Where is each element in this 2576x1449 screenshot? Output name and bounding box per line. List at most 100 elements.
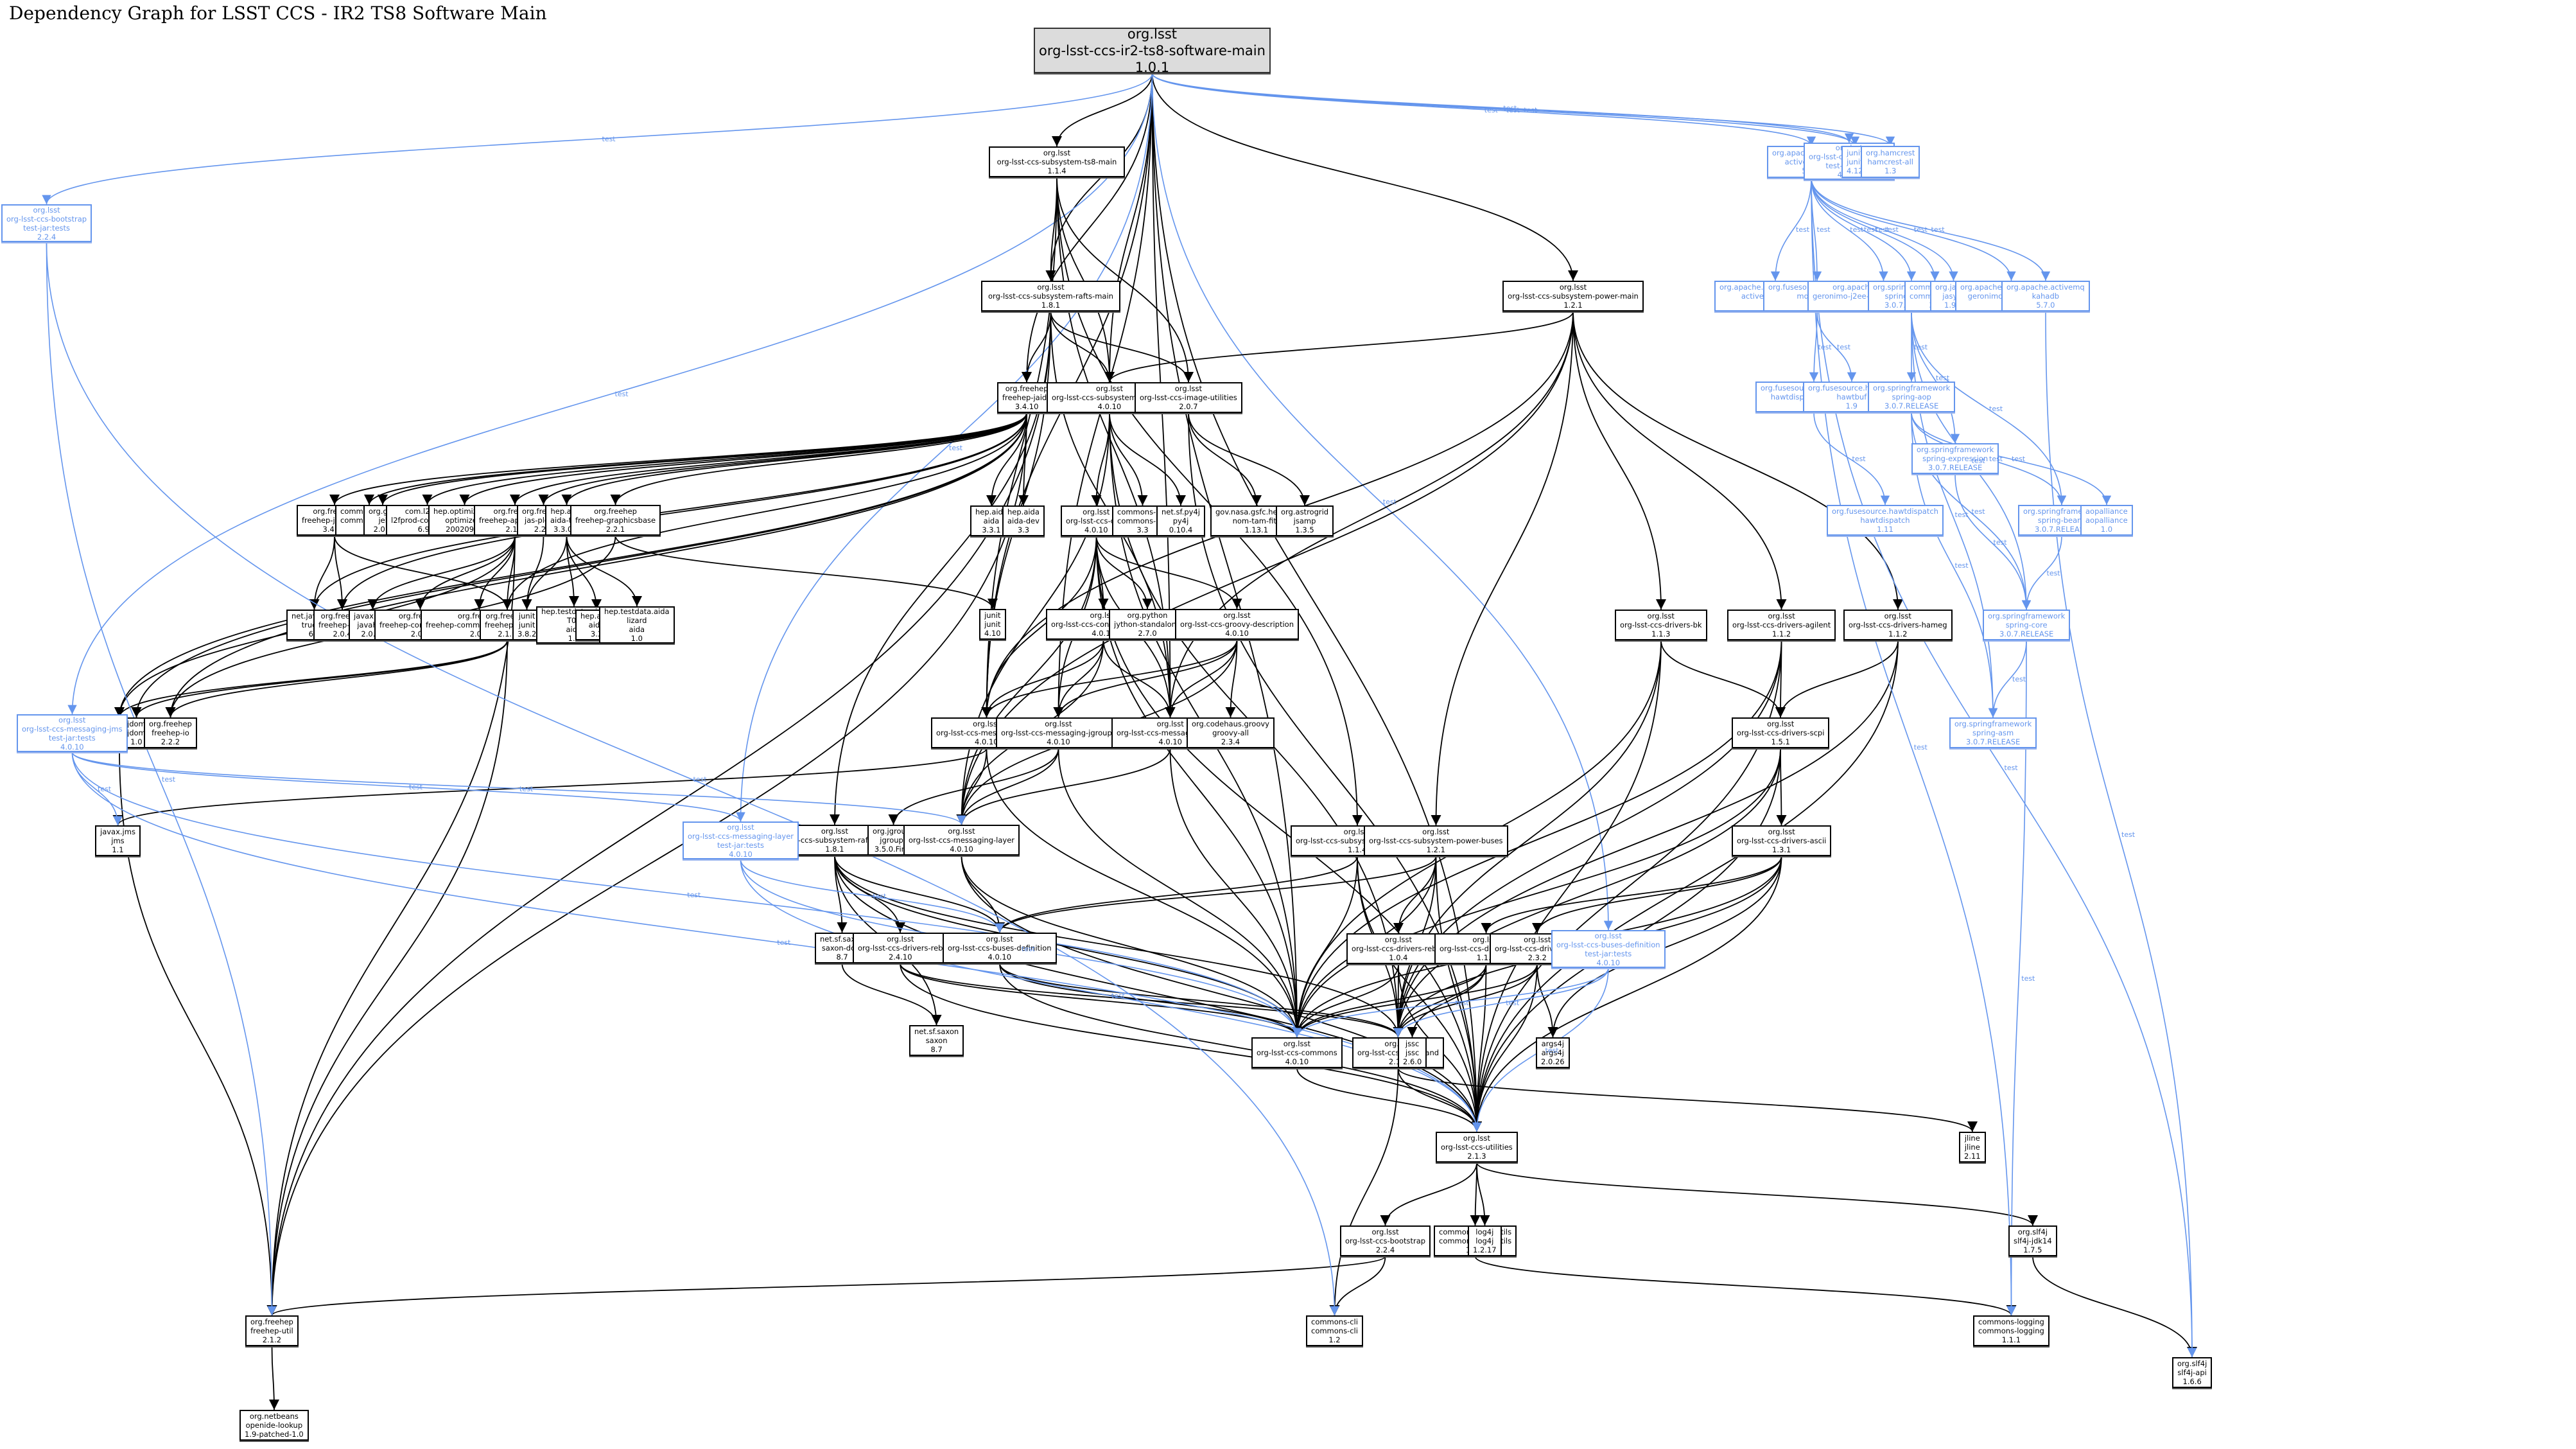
edge-msgjgroups-to-commons xyxy=(1057,748,1303,1038)
node-label-line: 3.0.7.RELEASE xyxy=(1965,737,2021,746)
node-label-line: hep.aida xyxy=(1007,507,1040,516)
edge-fhapp-to-cmdline xyxy=(415,535,516,610)
node-label-line: 2.1.3 xyxy=(1467,1152,1486,1161)
node-label-line: org.springframework xyxy=(1917,445,1994,454)
edge-powerbuses-to-rebps xyxy=(1393,856,1437,934)
node-label-line: jgroups xyxy=(880,836,907,845)
edge-bootstrap-to-fhutil xyxy=(267,1256,1386,1316)
edge-label-test: test xyxy=(2012,675,2026,683)
edge-ftdi-to-args4j xyxy=(1536,963,1558,1038)
edge-jaidaxml-to-argv xyxy=(334,535,348,610)
edge-serial-to-commons xyxy=(1291,963,1487,1038)
node-label-line: 2.0.7 xyxy=(1179,402,1198,411)
node-label-line: org-lsst-ccs-image-utilities xyxy=(1140,393,1237,402)
node-label-line: groovy-all xyxy=(1212,728,1249,737)
node-label-line: org-lsst-ccs-subsystem-power-buses xyxy=(1369,836,1503,845)
edge-label-test: test xyxy=(614,390,629,398)
node-label-line: junit xyxy=(984,611,1001,620)
node-label-line: saxon xyxy=(925,1036,948,1045)
node-label-line: 4.0.10 xyxy=(950,845,973,854)
node-label-line: 4.0.10 xyxy=(1285,1057,1309,1066)
edge-fhapp-to-cmddisp xyxy=(474,535,516,610)
node-label-line: 3.0.7.RELEASE xyxy=(2034,525,2089,534)
node-label-line: jms xyxy=(111,836,125,845)
node-label-line: 1.13.1 xyxy=(1244,525,1269,534)
edge-agilent-to-commons xyxy=(1291,640,1782,1038)
node-label-line: org-lsst-ccs-utilities xyxy=(1441,1143,1513,1152)
edge-ascii-to-utilities xyxy=(1471,856,1782,1132)
node-label-line: 1.0 xyxy=(2100,525,2113,534)
node-label-line: org.lsst xyxy=(948,827,975,836)
node-label-line: 1.2 xyxy=(1328,1335,1341,1344)
node-label-line: py4j xyxy=(1172,516,1189,525)
node-label-line: jdom xyxy=(127,719,146,728)
edge-label-test: test xyxy=(1852,455,1866,463)
edge-utilities-to-bootstrap xyxy=(1380,1162,1477,1226)
edge-command-to-cli xyxy=(1329,1067,1399,1316)
node-label-line: 1.2.1 xyxy=(1563,301,1583,310)
edge-command-to-utilities xyxy=(1397,1067,1483,1132)
edge-commons-to-utilities xyxy=(1296,1067,1483,1132)
node-label-line: 4.0.10 xyxy=(60,742,84,751)
edge-core-to-utilities xyxy=(1095,536,1483,1132)
edge-scpi-to-commons xyxy=(1291,748,1781,1038)
node-label-line: org.lsst xyxy=(1768,611,1795,620)
node-label-line: org-lsst-ccs-drivers-hameg xyxy=(1849,620,1947,629)
